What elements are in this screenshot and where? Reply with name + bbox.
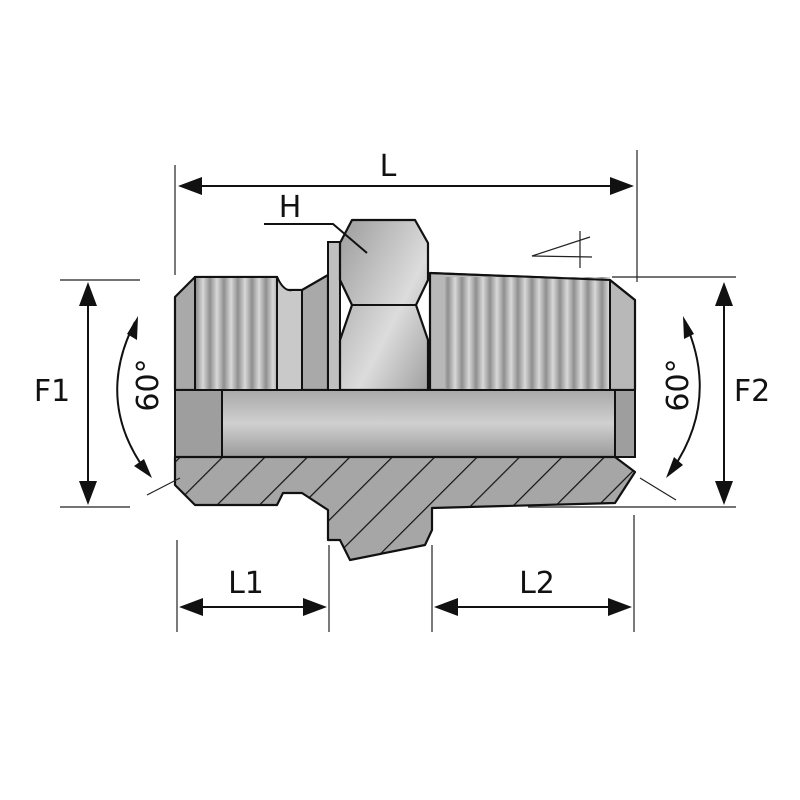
label-H: H [279, 190, 302, 225]
left-thread [194, 276, 278, 391]
bore [174, 389, 636, 458]
section-hatch [173, 455, 637, 562]
label-F2: F2 [734, 374, 770, 409]
dimension-L: L [174, 149, 638, 282]
label-L1: L1 [228, 566, 264, 601]
dimension-F1: F1 [34, 279, 140, 508]
collar [327, 241, 341, 391]
angle-left: 60° [116, 316, 181, 496]
dimension-F2: F2 [528, 276, 770, 508]
label-angle-left: 60° [131, 358, 166, 411]
dimension-L2: L2 [431, 515, 635, 632]
angle-right: 60° [639, 316, 701, 501]
dimension-H: H [264, 190, 368, 254]
label-L2: L2 [519, 566, 555, 601]
label-angle-right: 60° [661, 358, 696, 411]
dimension-L1: L1 [176, 540, 330, 632]
label-F1: F1 [34, 374, 70, 409]
right-thread [445, 277, 610, 390]
taper-symbol-icon [531, 231, 593, 268]
fitting-upper-view [173, 218, 637, 392]
label-L: L [380, 149, 397, 184]
